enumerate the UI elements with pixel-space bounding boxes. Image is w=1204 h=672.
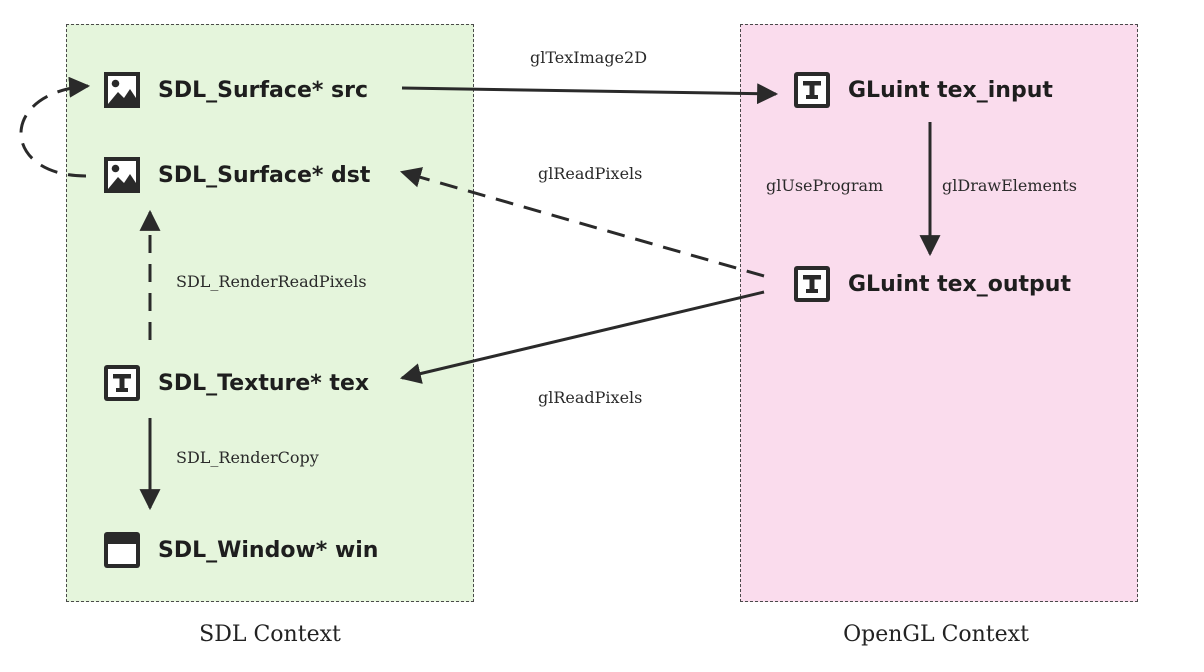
edge-readpixels-tex xyxy=(399,290,765,384)
label-drawelements: glDrawElements xyxy=(942,176,1077,195)
opengl-context-label: OpenGL Context xyxy=(843,622,1029,647)
node-label: SDL_Surface* src xyxy=(158,77,369,103)
node-label: SDL_Texture* tex xyxy=(158,370,370,396)
node-gl-tex-output: GLuint tex_output xyxy=(792,264,1071,304)
node-sdl-window-win: SDL_Window* win xyxy=(102,530,378,570)
label-render-copy: SDL_RenderCopy xyxy=(176,448,319,467)
node-label: GLuint tex_input xyxy=(848,77,1053,103)
edge-readpixels-dst xyxy=(399,167,765,278)
sdl-context-label: SDL Context xyxy=(199,622,341,647)
label-render-read-pixels: SDL_RenderReadPixels xyxy=(176,272,367,291)
node-sdl-surface-dst: SDL_Surface* dst xyxy=(102,155,370,195)
texture-icon xyxy=(794,266,830,302)
node-label: SDL_Window* win xyxy=(158,537,379,563)
node-gl-tex-input: GLuint tex_input xyxy=(792,70,1053,110)
label-readpixels-tex: glReadPixels xyxy=(538,388,643,407)
edge-dst-to-src-loop xyxy=(19,76,91,178)
image-icon xyxy=(104,72,140,108)
texture-icon xyxy=(104,365,140,401)
edge-teximage xyxy=(401,83,779,105)
label-useprogram: glUseProgram xyxy=(766,176,884,195)
window-icon xyxy=(104,532,140,568)
opengl-context-box xyxy=(740,24,1138,602)
sdl-context-box xyxy=(66,24,474,602)
image-icon xyxy=(104,157,140,193)
label-teximage: glTexImage2D xyxy=(530,48,648,67)
node-label: SDL_Surface* dst xyxy=(158,162,371,188)
node-sdl-texture-tex: SDL_Texture* tex xyxy=(102,363,369,403)
texture-icon xyxy=(794,72,830,108)
label-readpixels-dst: glReadPixels xyxy=(538,164,643,183)
node-label: GLuint tex_output xyxy=(848,271,1071,297)
node-sdl-surface-src: SDL_Surface* src xyxy=(102,70,368,110)
